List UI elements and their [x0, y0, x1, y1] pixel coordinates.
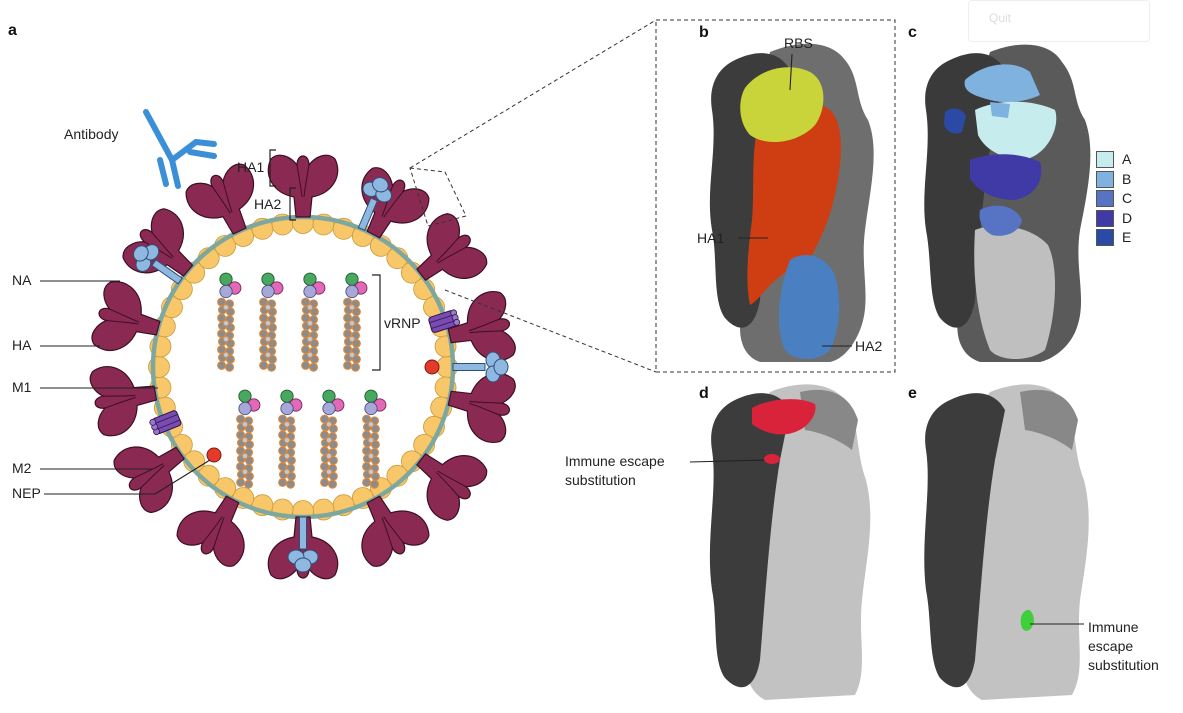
vrnp-strand [278, 389, 303, 489]
vrnp-strand [343, 272, 368, 372]
ha-structure-panel-d [689, 384, 871, 700]
legend-label: D [1122, 209, 1133, 226]
escape-d-line1: Immune escape [565, 453, 665, 469]
ha-structure-panel-b [655, 19, 896, 373]
panel-b-ha2-label: HA2 [855, 338, 883, 354]
vrnp-strand [362, 389, 387, 489]
ha2-label: HA2 [254, 196, 282, 212]
na-label: NA [12, 272, 32, 288]
vrnp-strand [236, 389, 261, 489]
quit-button[interactable]: Quit [968, 0, 1150, 42]
panel-b-ha1-label: HA1 [697, 230, 725, 246]
legend-swatch [1096, 190, 1114, 207]
nep-label: NEP [12, 485, 41, 501]
legend-label: C [1122, 190, 1133, 206]
ha2-bracket [289, 187, 296, 221]
ha1-bracket [269, 149, 276, 187]
vrnp-strand [320, 389, 345, 489]
panel-label-c: c [908, 24, 917, 41]
na-spike [452, 351, 509, 383]
escape-e-line2: escape [1088, 638, 1134, 654]
panel-label-a: a [8, 22, 17, 39]
virus-particle [40, 19, 657, 580]
legend-swatch [1096, 229, 1114, 246]
panel-label-d: d [699, 385, 709, 402]
rbs-label: RBS [784, 35, 813, 51]
zoom-indicator [409, 19, 657, 373]
escape-e-line3: substitution [1088, 657, 1159, 673]
ha-structure-panel-e [924, 384, 1089, 700]
m2-label: M2 [12, 460, 32, 476]
vrnp-strand [259, 272, 284, 372]
vrnp-label: vRNP [384, 315, 421, 331]
ha-label: HA [12, 337, 32, 353]
panel-label-e: e [908, 385, 917, 402]
legend-label: B [1122, 170, 1132, 187]
legend-swatch [1096, 151, 1114, 168]
ha-structure-panel-c [924, 44, 1091, 362]
m1-label: M1 [12, 379, 32, 395]
escape-d-line2: substitution [565, 472, 636, 488]
ha1-label: HA1 [237, 159, 265, 175]
nep-dot [206, 447, 222, 463]
panel-label-b: b [699, 24, 709, 41]
quit-label: Quit [989, 11, 1012, 25]
antibody-label: Antibody [64, 126, 119, 142]
vrnp-bracket [372, 274, 381, 371]
escape-e-line1: Immune [1088, 619, 1139, 635]
vrnp-complexes [217, 272, 387, 489]
nep-dot [424, 359, 440, 375]
legend-label: E [1122, 229, 1132, 245]
legend-swatch [1096, 209, 1114, 227]
legend-swatch [1096, 170, 1114, 188]
vrnp-strand [217, 272, 242, 372]
leader-lines [40, 280, 211, 495]
vrnp-strand [301, 272, 326, 372]
legend-label: A [1122, 151, 1132, 167]
antibody-icon [143, 109, 217, 189]
